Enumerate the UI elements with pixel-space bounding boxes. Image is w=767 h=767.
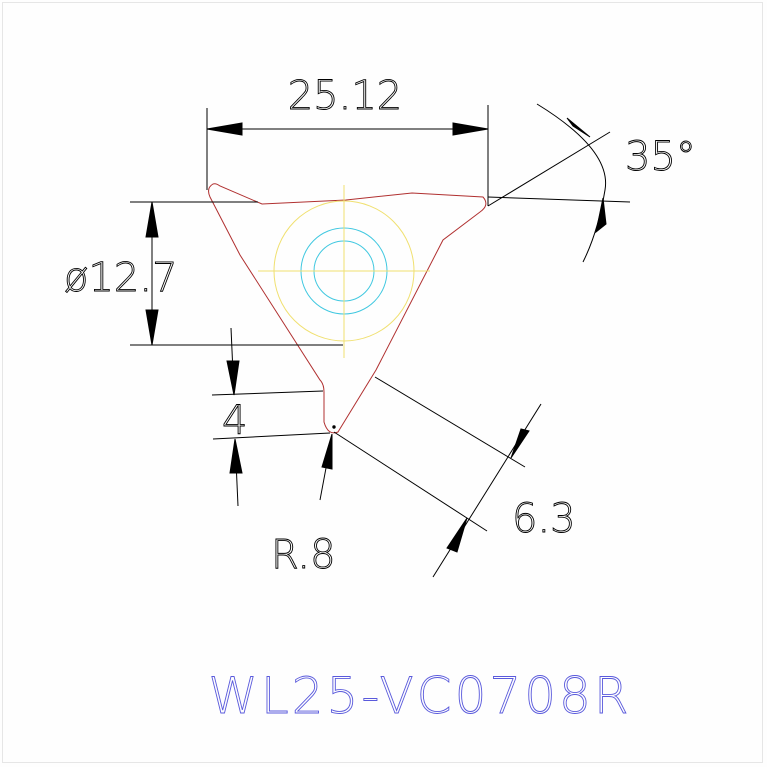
width-label: 25.12: [288, 73, 403, 119]
thickness-label: 4: [222, 398, 247, 444]
diameter-label: ø12.7: [64, 255, 178, 301]
part-number: WL25-VC0708R: [208, 667, 631, 725]
width-dimension: [206, 105, 489, 206]
radius-label: R.8: [271, 532, 336, 578]
thickness-dimension: [211, 327, 331, 507]
radius-dimension: [319, 425, 336, 501]
diameter-dimension: [130, 201, 343, 346]
insert-outline: [208, 183, 487, 434]
height-dimension: [333, 376, 542, 578]
angle-label: 35°: [625, 134, 696, 180]
height-label: 6.3: [512, 496, 576, 542]
angle-dimension: [487, 103, 631, 263]
